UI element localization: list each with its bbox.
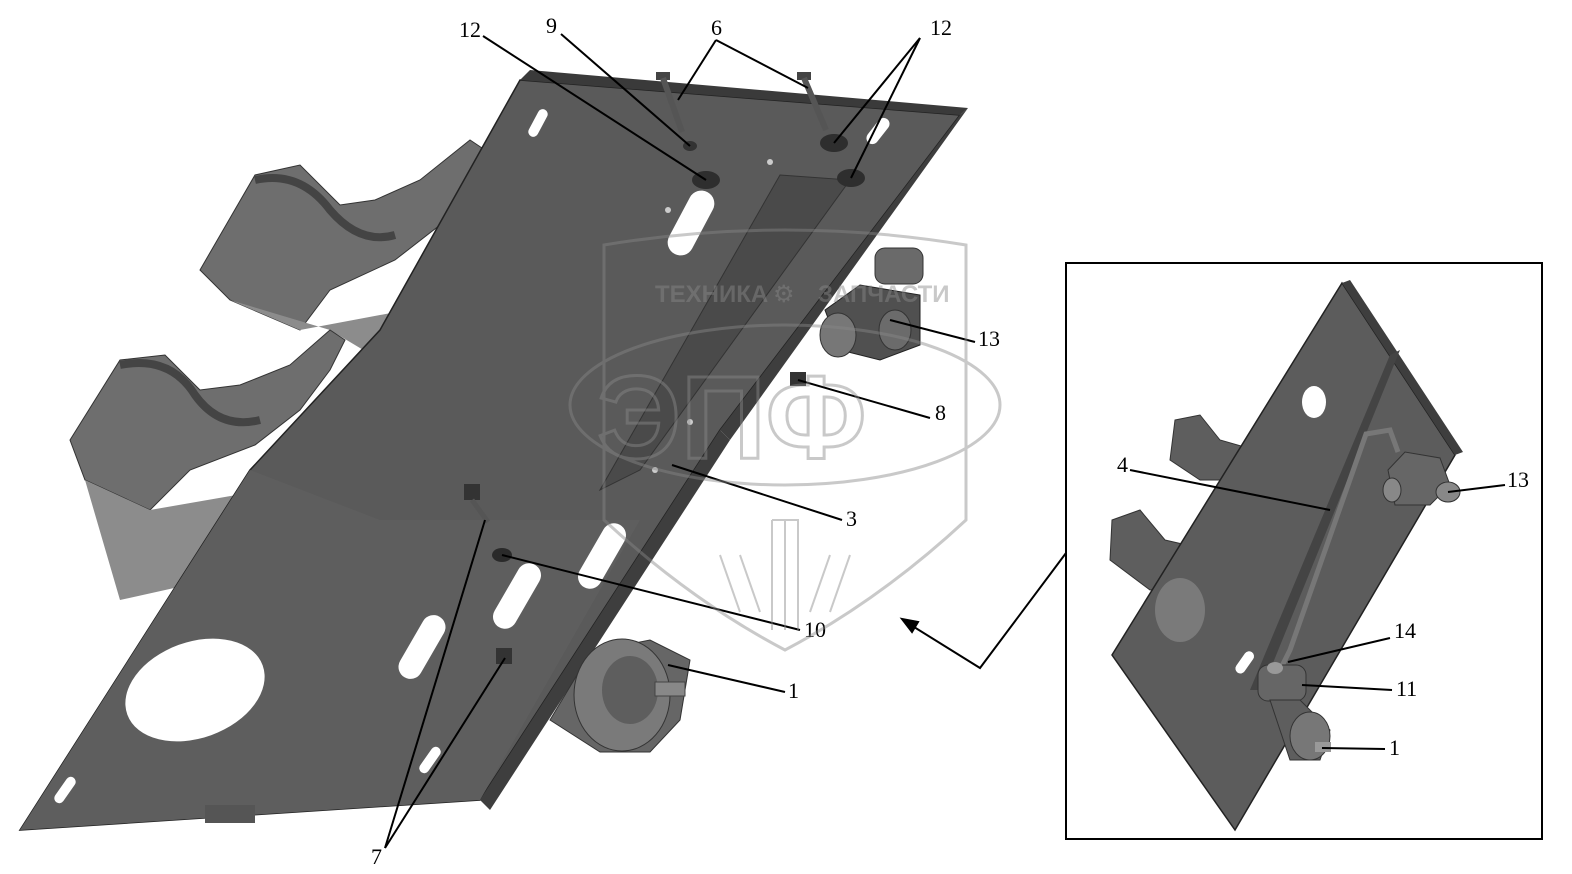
leader-lines-inset [1129, 469, 1506, 750]
watermark-brand-top-right: ЗАПЧАСТИ [818, 281, 950, 308]
callout-11: 11 [1396, 676, 1417, 701]
callout-7: 7 [371, 844, 382, 869]
inset-pipe-4 [1277, 427, 1401, 672]
callout-4: 4 [1117, 452, 1128, 477]
bolt-7-lower [496, 648, 512, 664]
callout-6: 6 [711, 15, 722, 40]
callout-9: 9 [546, 13, 557, 38]
watermark-brand-top: ТЕХНИКА [655, 281, 768, 308]
leader-lines-main [384, 33, 976, 849]
main-assembly-view: 12 9 6 12 13 8 3 10 1 7 [18, 13, 1000, 869]
callout-14: 14 [1394, 618, 1416, 643]
bolt-6-right [797, 72, 829, 132]
watermark-gear-icon: ⚙ [773, 281, 795, 308]
inset-brake-chamber-1 [1257, 662, 1331, 761]
valve-13 [819, 247, 924, 361]
nut-8 [790, 372, 806, 386]
inset-valve-13 [1382, 451, 1461, 506]
callout-13-inset: 13 [1507, 467, 1529, 492]
callout-3: 3 [846, 506, 857, 531]
brake-chamber-1 [549, 638, 691, 753]
watermark-brand-big: ЭПФ [597, 352, 866, 484]
watermark-logo: ТЕХНИКА ⚙ ЗАПЧАСТИ ЭПФ [568, 228, 1002, 652]
callout-1-main: 1 [788, 678, 799, 703]
inset-pointer-arrow [899, 552, 1067, 670]
callout-10: 10 [804, 617, 826, 642]
mounting-plate [18, 70, 968, 831]
bolt-7-upper [464, 484, 491, 524]
bolt-6-left [656, 72, 685, 133]
callout-12-left: 12 [459, 17, 481, 42]
inset-detail-view: 4 13 14 11 1 [1065, 262, 1543, 840]
callout-1-inset: 1 [1389, 735, 1400, 760]
watermark-wheat-icon [719, 519, 851, 630]
callout-8: 8 [935, 400, 946, 425]
callout-12-right: 12 [930, 15, 952, 40]
callout-13-main: 13 [978, 326, 1000, 351]
